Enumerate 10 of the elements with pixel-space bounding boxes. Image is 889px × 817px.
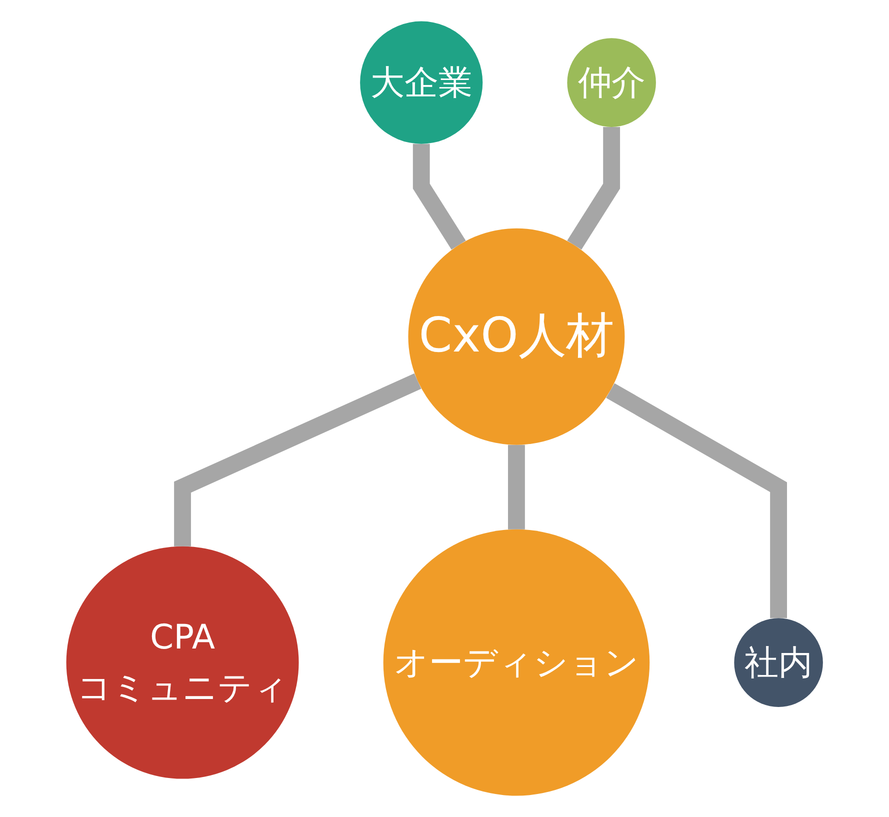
- connector: [508, 444, 525, 530]
- node-circle: 仲介: [567, 38, 656, 127]
- connector: [412, 144, 466, 250]
- connector: [567, 126, 620, 250]
- node-circle: CPA コミュニティ: [66, 546, 299, 779]
- node-circle: 大企業: [360, 21, 483, 144]
- node-circle: オーディション: [383, 529, 650, 796]
- node-circle: 社内: [734, 618, 823, 707]
- node-circle: CxO人材: [408, 228, 625, 445]
- connector: [606, 383, 787, 618]
